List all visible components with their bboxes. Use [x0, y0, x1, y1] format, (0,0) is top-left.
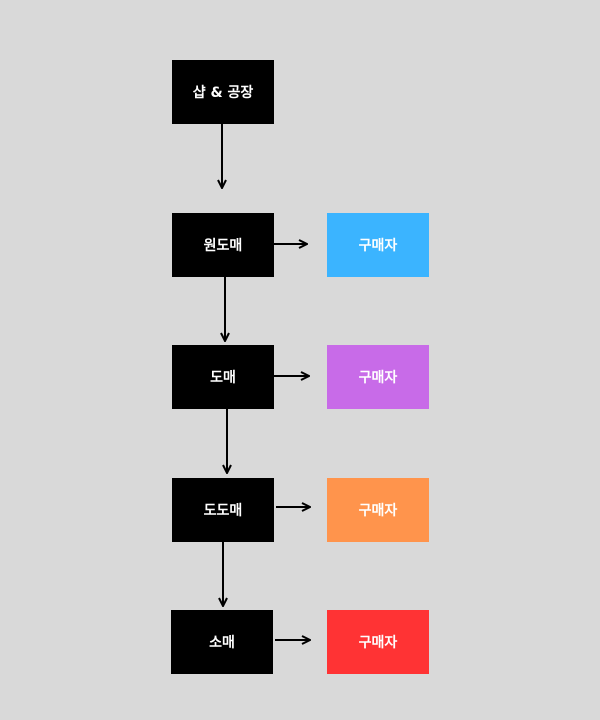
node-sub-wholesale: 도도매: [172, 478, 274, 542]
node-sub-wholesale-label: 도도매: [203, 503, 243, 519]
node-source: 샵 & 공장: [172, 60, 274, 124]
buyer-node-2-label: 구매자: [358, 370, 398, 386]
buyer-node-3: 구매자: [327, 478, 429, 542]
buyer-node-4-label: 구매자: [358, 635, 398, 651]
node-original-wholesale-label: 원도매: [203, 238, 243, 254]
node-source-label: 샵 & 공장: [192, 85, 254, 101]
buyer-node-3-label: 구매자: [358, 503, 398, 519]
buyer-node-2: 구매자: [327, 345, 429, 409]
buyer-node-1: 구매자: [327, 213, 429, 277]
node-wholesale: 도매: [172, 345, 274, 409]
buyer-node-4: 구매자: [327, 610, 429, 674]
node-wholesale-label: 도매: [210, 370, 236, 386]
node-retail: 소매: [171, 610, 273, 674]
node-retail-label: 소매: [209, 635, 235, 651]
node-original-wholesale: 원도매: [172, 213, 274, 277]
buyer-node-1-label: 구매자: [358, 238, 398, 254]
